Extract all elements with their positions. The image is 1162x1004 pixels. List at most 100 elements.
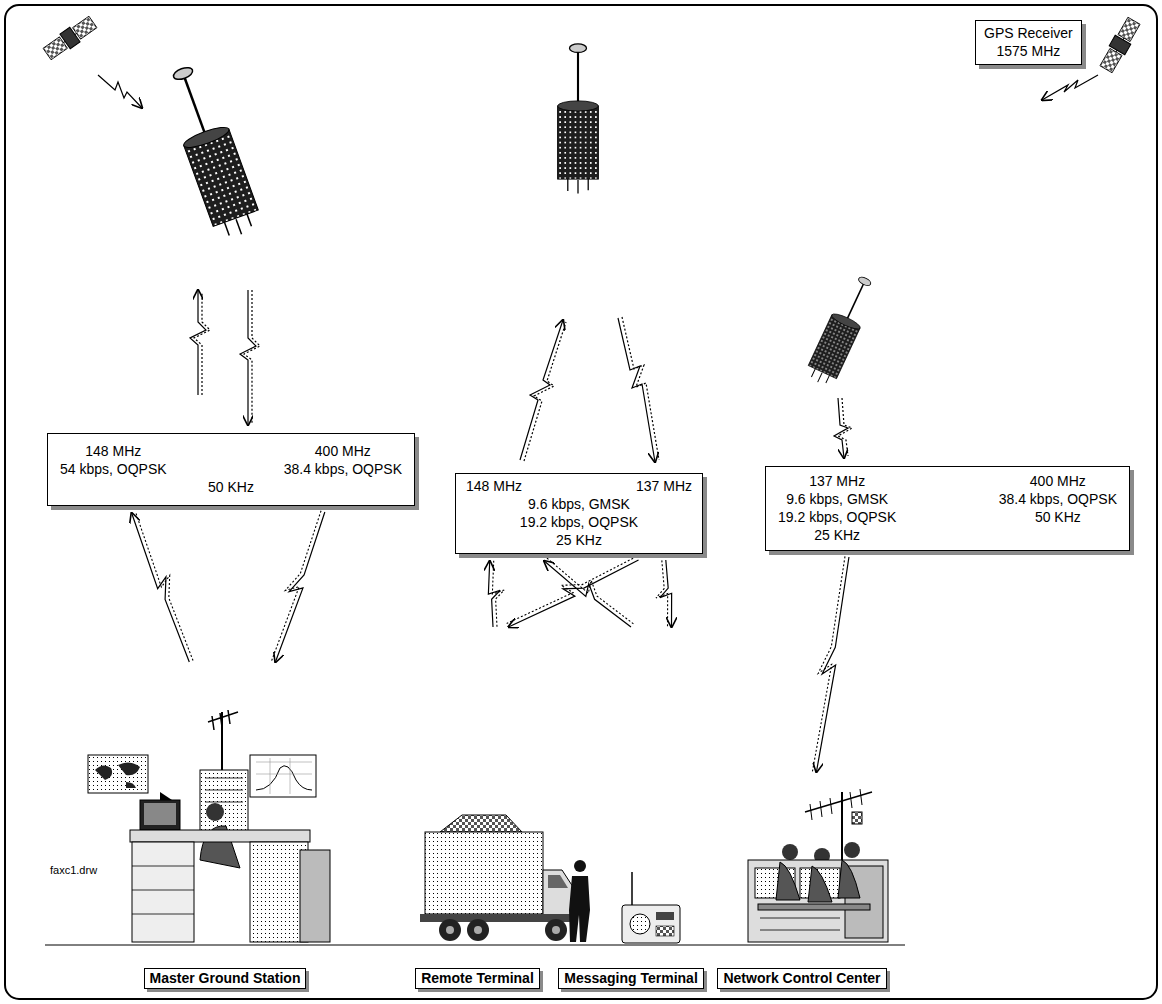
station: Remote Terminal <box>400 630 555 995</box>
signal-arrow-line <box>132 513 190 662</box>
signal-arrow <box>132 512 193 662</box>
truck <box>474 926 482 934</box>
frequency-text: 400 MHz <box>284 443 402 460</box>
radio-link-arrow <box>240 290 256 425</box>
station-name: Master Ground Station <box>144 968 307 989</box>
truck <box>446 926 454 934</box>
truck <box>425 832 543 914</box>
network-control-center <box>748 789 888 942</box>
station: Master Ground Station <box>120 665 330 995</box>
frequency-text: 38.4 kbps, OQPSK <box>999 491 1117 508</box>
signal-arrow <box>507 556 639 627</box>
radio-link-arrow <box>98 75 1098 462</box>
frequency-text: 38.4 kbps, OQPSK <box>284 461 402 478</box>
gps-satellite <box>1098 16 1142 73</box>
signal-arrow-line <box>816 557 849 772</box>
radio-link-arrow <box>1042 75 1098 100</box>
radio-link-arrow <box>194 292 210 395</box>
network-control-center <box>776 860 860 902</box>
frequency-text: 50 KHz <box>999 509 1117 526</box>
station: Network Control Center <box>712 775 892 995</box>
frequency-text: 50 KHz <box>60 479 402 496</box>
network-control-center <box>852 812 862 824</box>
satellite <box>159 61 264 243</box>
messaging-terminal <box>574 860 586 872</box>
master-ground-station <box>205 778 243 802</box>
messaging-terminal <box>569 876 590 942</box>
frequency-text: 19.2 kbps, OQPSK <box>466 514 692 531</box>
link-box: 148 MHz54 kbps, OQPSK 400 MHz38.4 kbps, O… <box>47 433 415 506</box>
signal-arrow <box>656 560 672 627</box>
link-box: 148 MHz137 MHz9.6 kbps, GMSK19.2 kbps, O… <box>455 473 703 554</box>
master-ground-station <box>95 762 140 788</box>
frequency-text: 1575 MHz <box>984 43 1073 60</box>
master-ground-station <box>140 800 180 830</box>
radio-link-arrow <box>524 322 566 461</box>
network-control-center <box>844 842 860 858</box>
radio-link-arrow <box>190 290 206 395</box>
truck <box>440 815 522 832</box>
frequency-text: GPS Receiver <box>984 25 1073 42</box>
signal-arrow-line <box>544 561 631 627</box>
frequency-text: 19.2 kbps, OQPSK <box>778 509 896 526</box>
station-name: Messaging Terminal <box>558 968 704 989</box>
messaging-terminal <box>622 905 680 943</box>
frequency-text: 9.6 kbps, GMSK <box>778 491 896 508</box>
satellite <box>804 272 881 389</box>
master-ground-station <box>88 755 148 793</box>
gps-satellite <box>42 15 98 62</box>
frequency-text: 137 MHz <box>778 473 896 490</box>
signal-arrow-shadow <box>547 558 634 624</box>
radio-link-arrow <box>834 398 848 458</box>
signal-arrow-line <box>660 560 672 627</box>
satellite <box>558 44 599 194</box>
master-ground-station <box>256 758 312 794</box>
master-ground-station <box>256 766 312 790</box>
radio-link-arrow <box>838 398 852 456</box>
signal-arrow-line <box>275 512 324 662</box>
master-ground-station <box>200 770 248 832</box>
master-ground-station <box>250 842 308 942</box>
messaging-terminal <box>630 914 650 934</box>
station-name: Remote Terminal <box>415 968 540 989</box>
signal-arrow <box>272 511 325 662</box>
signal-arrow-shadow <box>492 561 504 627</box>
signal-arrow <box>544 558 633 627</box>
frequency-text: 25 KHz <box>466 532 692 549</box>
frequency-text: 25 KHz <box>778 527 896 544</box>
frequency-text: 9.6 kbps, GMSK <box>466 496 692 513</box>
signal-arrow-shadow <box>272 511 321 661</box>
master-ground-station <box>144 803 176 825</box>
truck <box>545 919 567 941</box>
ground-line <box>45 945 905 946</box>
frequency-text: 148 MHz <box>60 443 167 460</box>
signal-arrow-line <box>488 561 500 627</box>
radio-link-arrow <box>98 75 142 108</box>
network-control-center <box>760 918 840 930</box>
radio-link-arrow <box>618 318 655 462</box>
signal-arrow-line <box>509 560 639 627</box>
network-control-center <box>782 844 798 860</box>
radio-link-arrow <box>622 317 659 460</box>
truck <box>467 919 489 941</box>
master-ground-station <box>130 830 310 842</box>
receiver-box: GPS Receiver1575 MHz <box>975 20 1082 65</box>
signal-arrow <box>488 561 504 627</box>
truck <box>420 815 577 941</box>
master-ground-station <box>300 850 330 942</box>
messaging-terminal <box>656 926 674 936</box>
master-ground-station <box>88 710 330 942</box>
master-ground-station <box>208 710 238 730</box>
master-ground-station <box>132 842 194 942</box>
radio-link-arrow <box>520 320 563 460</box>
frame <box>5 5 1157 999</box>
radio-link-arrow <box>244 290 260 423</box>
station: Messaging Terminal <box>556 630 706 995</box>
messaging-terminal <box>631 872 633 905</box>
frequency-text: 54 kbps, OQPSK <box>60 461 167 478</box>
file-name: faxc1.drw <box>50 864 97 876</box>
master-ground-station <box>250 755 316 797</box>
master-ground-station <box>206 803 224 821</box>
